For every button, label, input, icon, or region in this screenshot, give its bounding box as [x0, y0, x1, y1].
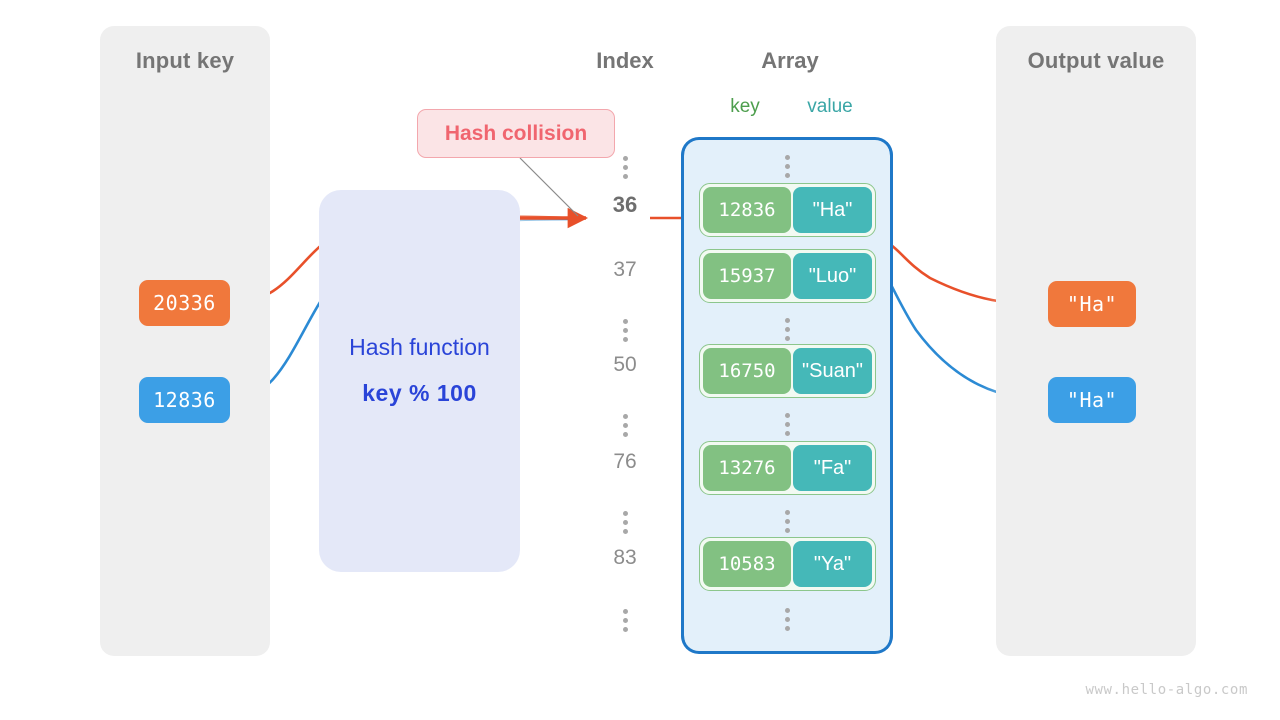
array-bucket-50[interactable]: 16750"Suan": [699, 344, 876, 398]
bucket-key-83: 10583: [703, 541, 791, 587]
hash-collision-callout: Hash collision: [417, 109, 615, 158]
index-label-83: 83: [613, 546, 637, 569]
vertical-dots-icon: [784, 155, 790, 178]
index-ellipsis: [578, 155, 672, 179]
vertical-dots-icon: [622, 510, 628, 534]
array-bracket-top: [681, 137, 893, 157]
value-subcolumn-title: value: [807, 96, 853, 117]
bucket-key-76: 13276: [703, 445, 791, 491]
vertical-dots-icon: [622, 608, 628, 632]
vertical-dots-icon: [622, 413, 628, 437]
array-bucket-76[interactable]: 13276"Fa": [699, 441, 876, 495]
input-key-1[interactable]: 12836: [139, 377, 230, 423]
array-ellipsis: [681, 510, 893, 533]
bucket-key-50: 16750: [703, 348, 791, 394]
vertical-dots-icon: [784, 510, 790, 533]
index-label-50: 50: [613, 353, 637, 376]
output-value-0[interactable]: "Ha": [1048, 281, 1136, 327]
index-ellipsis: [578, 413, 672, 437]
array-bucket-37[interactable]: 15937"Luo": [699, 249, 876, 303]
watermark: www.hello-algo.com: [1085, 682, 1248, 698]
bucket-value-50: "Suan": [793, 348, 872, 394]
array-ellipsis: [681, 318, 893, 341]
bucket-key-37: 15937: [703, 253, 791, 299]
index-ellipsis: [578, 318, 672, 342]
vertical-dots-icon: [784, 318, 790, 341]
bucket-value-83: "Ya": [793, 541, 872, 587]
index-column-title: Index: [596, 48, 654, 73]
index-ellipsis: [578, 608, 672, 632]
bucket-value-76: "Fa": [793, 445, 872, 491]
vertical-dots-icon: [622, 155, 628, 179]
array-ellipsis: [681, 413, 893, 436]
bucket-value-36: "Ha": [793, 187, 872, 233]
vertical-dots-icon: [784, 608, 790, 631]
input-key-panel: Input key: [100, 26, 270, 656]
bucket-key-36: 12836: [703, 187, 791, 233]
hash-function-formula: key % 100: [362, 380, 477, 406]
array-ellipsis: [681, 608, 893, 631]
key-subcolumn-title: key: [730, 96, 760, 117]
array-bracket-bottom: [681, 634, 893, 654]
index-label-76: 76: [613, 450, 637, 473]
array-bucket-83[interactable]: 10583"Ya": [699, 537, 876, 591]
bucket-value-37: "Luo": [793, 253, 872, 299]
input-key-0[interactable]: 20336: [139, 280, 230, 326]
wire-collision-leader: [519, 157, 579, 217]
array-bucket-36[interactable]: 12836"Ha": [699, 183, 876, 237]
index-label-36: 36: [612, 192, 638, 217]
index-ellipsis: [578, 510, 672, 534]
vertical-dots-icon: [622, 318, 628, 342]
hash-function-box: Hash function key % 100: [319, 190, 520, 572]
output-value-panel: Output value: [996, 26, 1196, 656]
vertical-dots-icon: [784, 413, 790, 436]
hash-function-label: Hash function: [349, 334, 490, 360]
index-label-37: 37: [613, 258, 637, 281]
input-panel-title: Input key: [135, 48, 235, 73]
array-column-title: Array: [761, 48, 819, 73]
output-value-1[interactable]: "Ha": [1048, 377, 1136, 423]
output-panel-title: Output value: [1027, 48, 1165, 73]
array-ellipsis: [681, 155, 893, 178]
